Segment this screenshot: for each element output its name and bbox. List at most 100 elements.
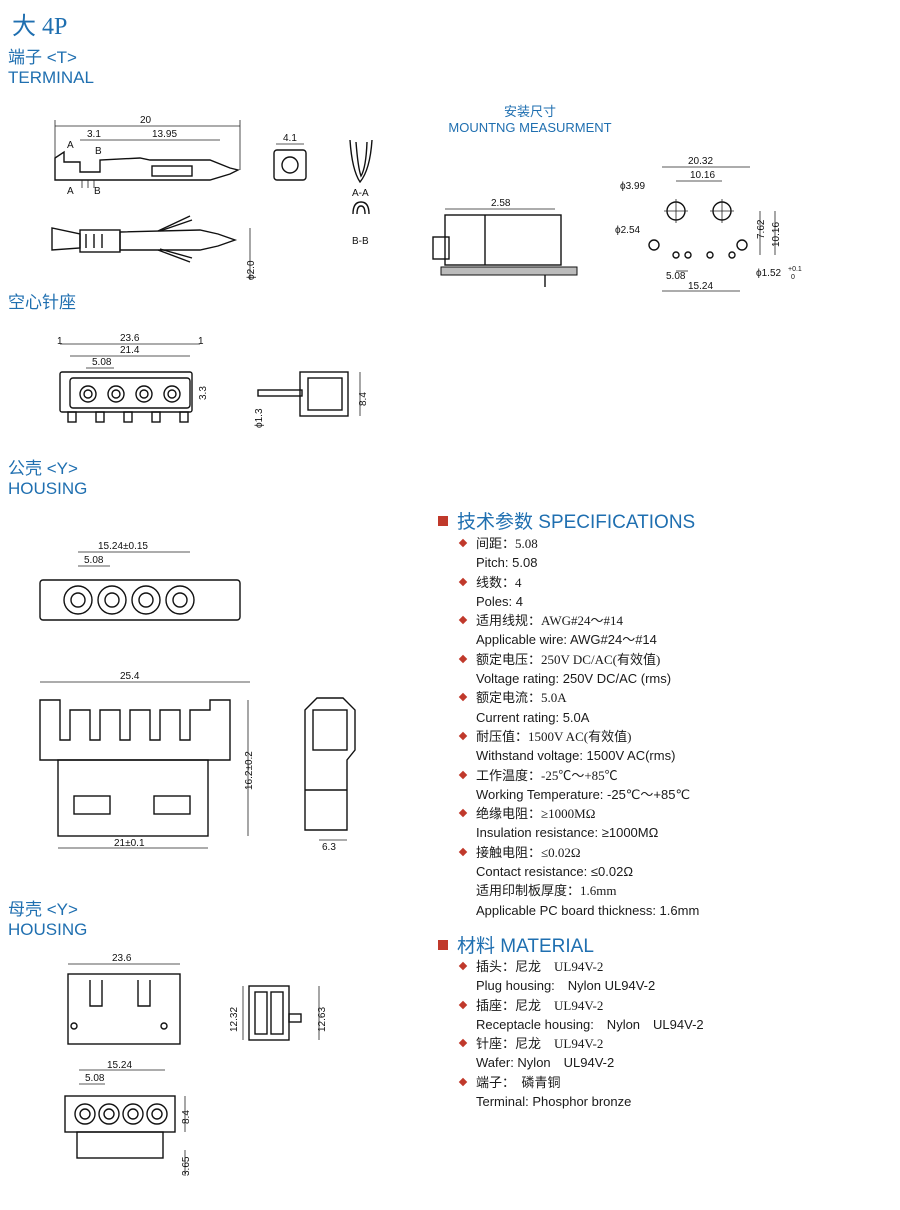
spec-poles-cn: 线数：4 (458, 573, 878, 592)
dim-mount-side: 2.58 (491, 198, 511, 209)
dim-male-width: 25.4 (120, 671, 140, 682)
terminal-section-label: 端子 <T> TERMINAL (8, 48, 94, 88)
heading-square-icon (438, 515, 448, 526)
material-terminal-cn: 端子： 磷青铜 (458, 1073, 878, 1092)
dim-mount-h2: 10.16 (771, 222, 782, 247)
spec-poles-en: Poles: 4 (476, 593, 523, 609)
terminal-drawing: 20 3.1 13.95 A B A B ϕ2.0 4.1 A-A B-B (51, 115, 373, 280)
dim-female-pin: 3.65 (181, 1156, 192, 1176)
spec-board-thickness-en: Applicable PC board thickness: 1.6mm (476, 902, 700, 918)
spec-withstand-cn: 耐压值：1500V AC(有效值) (458, 727, 878, 746)
page-title: 大 4P (12, 14, 68, 40)
dim-mount-tol-zero: 0 (791, 274, 795, 281)
dim-mount-hole-small: ϕ2.54 (615, 225, 641, 236)
heading-square-icon (438, 939, 448, 950)
mounting-caption-en: MOUNTNG MEASURMENT (448, 120, 612, 135)
female-housing-top-drawing: 15.24 5.08 8.4 3.65 (64, 1060, 192, 1176)
spec-withstand-en: Withstand voltage: 1500V AC(rms) (476, 748, 676, 764)
tick-b: B (94, 186, 101, 197)
female-housing-label-en: HOUSING (8, 920, 88, 939)
material-terminal-en: Terminal: Phosphor bronze (476, 1094, 632, 1110)
label-a: A (67, 140, 74, 151)
dim-wafer-pitch: 5.08 (92, 357, 112, 368)
dim-mount-h1: 7.62 (756, 219, 767, 239)
material-receptacle-cn: 插座：尼龙 UL94V-2 (458, 996, 878, 1015)
dim-mount-tol-plus: +0.1 (788, 266, 802, 273)
spec-insulation-en: Insulation resistance: ≥1000MΩ (476, 825, 659, 841)
material-list: 插头：尼龙 UL94V-2 Plug housing: Nylon UL94V-… (458, 957, 878, 1111)
spec-wire-cn: 适用线规：AWG#24～#14 (458, 611, 878, 630)
dim-terminal-dia: ϕ2.0 (246, 260, 257, 280)
material-receptacle-en: Receptacle housing: Nylon UL94V-2 (476, 1016, 704, 1032)
spec-voltage-en: Voltage rating: 250V DC/AC (rms) (476, 671, 672, 687)
mounting-caption: 安装尺寸 MOUNTNG MEASURMENT (440, 104, 620, 136)
label-b: B (95, 146, 102, 157)
dim-male-pitch: 5.08 (84, 555, 104, 566)
dim-terminal-a-gap: 3.1 (87, 129, 101, 140)
terminal-label-en: TERMINAL (8, 68, 94, 87)
spec-voltage-cn: 额定电压：250V DC/AC(有效值) (458, 650, 878, 669)
dim-mount-hole-big: ϕ3.99 (620, 181, 646, 192)
terminal-label-cn: 端子 <T> (8, 48, 77, 67)
female-housing-front-drawing: 23.6 (67, 953, 181, 1045)
dim-mount-hole-pin: ϕ1.52 (756, 268, 782, 279)
material-wafer-en: Wafer: Nylon UL94V-2 (476, 1055, 615, 1071)
specifications-list: 间距：5.08 Pitch: 5.08 线数：4 Poles: 4 适用线规：A… (458, 534, 878, 920)
dim-female-span: 15.24 (107, 1060, 132, 1071)
dim-mount-span-bottom: 15.24 (688, 281, 713, 292)
spec-board-thickness-cn: 适用印制板厚度：1.6mm (476, 883, 617, 899)
dim-wafer-pin: ϕ1.3 (254, 408, 265, 428)
specifications-heading-text: 技术参数 SPECIFICATIONS (457, 512, 696, 533)
spec-pitch-en: Pitch: 5.08 (476, 555, 538, 571)
material-plug-en: Plug housing: Nylon UL94V-2 (476, 978, 656, 994)
material-wafer-cn: 针座：尼龙 UL94V-2 (458, 1034, 878, 1053)
male-housing-section-label: 公壳 <Y> HOUSING (8, 459, 87, 499)
spec-current-cn: 额定电流：5.0A (458, 688, 878, 707)
dim-mount-pitch-bottom: 5.08 (666, 271, 686, 282)
mount-hole-pattern: 20.32 10.16 ϕ3.99 ϕ2.54 7.62 10.16 5.08 … (615, 156, 802, 292)
dim-male-base: 21±0.1 (114, 838, 145, 849)
section-bb: B-B (352, 236, 369, 247)
spec-contact-cn: 接触电阻：≤0.02Ω (458, 843, 878, 862)
dim-wafer-edge-r: 1 (198, 336, 204, 347)
material-plug-cn: 插头：尼龙 UL94V-2 (458, 957, 878, 976)
dim-wafer-height: 8.4 (358, 392, 369, 406)
female-housing-side-drawing: 12.32 12.63 (229, 985, 328, 1041)
dim-wafer-h: 3.3 (198, 386, 209, 400)
male-housing-side-drawing: 6.3 (304, 697, 356, 853)
wafer-section-label: 空心针座 (8, 293, 76, 312)
spec-contact-en: Contact resistance: ≤0.02Ω (476, 864, 634, 880)
section-aa: A-A (352, 188, 369, 199)
tick-a: A (67, 186, 74, 197)
spec-wire-en: Applicable wire: AWG#24～#14 (476, 632, 657, 648)
dim-female-width: 23.6 (112, 953, 132, 964)
material-heading: 材料 MATERIAL (438, 931, 594, 958)
dim-male-depth: 6.3 (322, 842, 336, 853)
spec-temperature-cn: 工作温度：-25℃～+85℃ (458, 766, 878, 785)
dim-male-height: 16.2±0.2 (244, 751, 255, 790)
dim-female-h-left: 12.32 (229, 1007, 240, 1032)
specifications-heading: 技术参数 SPECIFICATIONS (438, 507, 695, 534)
dim-wafer-inner: 21.4 (120, 345, 140, 356)
spec-insulation-cn: 绝缘电阻：≥1000MΩ (458, 804, 878, 823)
spec-pitch-cn: 间距：5.08 (458, 534, 878, 553)
male-housing-top-drawing: 15.24±0.15 5.08 (39, 541, 241, 621)
spec-temperature-en: Working Temperature: -25℃～+85℃ (476, 786, 691, 802)
dim-female-height: 8.4 (181, 1110, 192, 1124)
dim-female-pitch: 5.08 (85, 1073, 105, 1084)
mount-side-drawing: 2.58 (432, 198, 578, 287)
dim-terminal-width: 4.1 (283, 133, 297, 144)
dim-female-h-right: 12.63 (317, 1007, 328, 1032)
spec-current-en: Current rating: 5.0A (476, 709, 590, 725)
dim-wafer-edge-l: 1 (57, 336, 63, 347)
mounting-caption-cn: 安装尺寸 (503, 104, 556, 119)
dim-terminal-total: 20 (140, 115, 152, 126)
dim-wafer-overall: 23.6 (120, 333, 140, 344)
male-housing-label-cn: 公壳 <Y> (8, 459, 78, 478)
dim-mount-span-top: 20.32 (688, 156, 713, 167)
dim-terminal-body: 13.95 (152, 129, 177, 140)
dim-male-span: 15.24±0.15 (98, 541, 148, 552)
wafer-drawing: 23.6 21.4 1 1 5.08 3.3 ϕ1.3 8.4 (57, 333, 369, 428)
male-housing-front-drawing: 25.4 21±0.1 16.2±0.2 (39, 671, 255, 849)
material-heading-text: 材料 MATERIAL (457, 936, 594, 957)
